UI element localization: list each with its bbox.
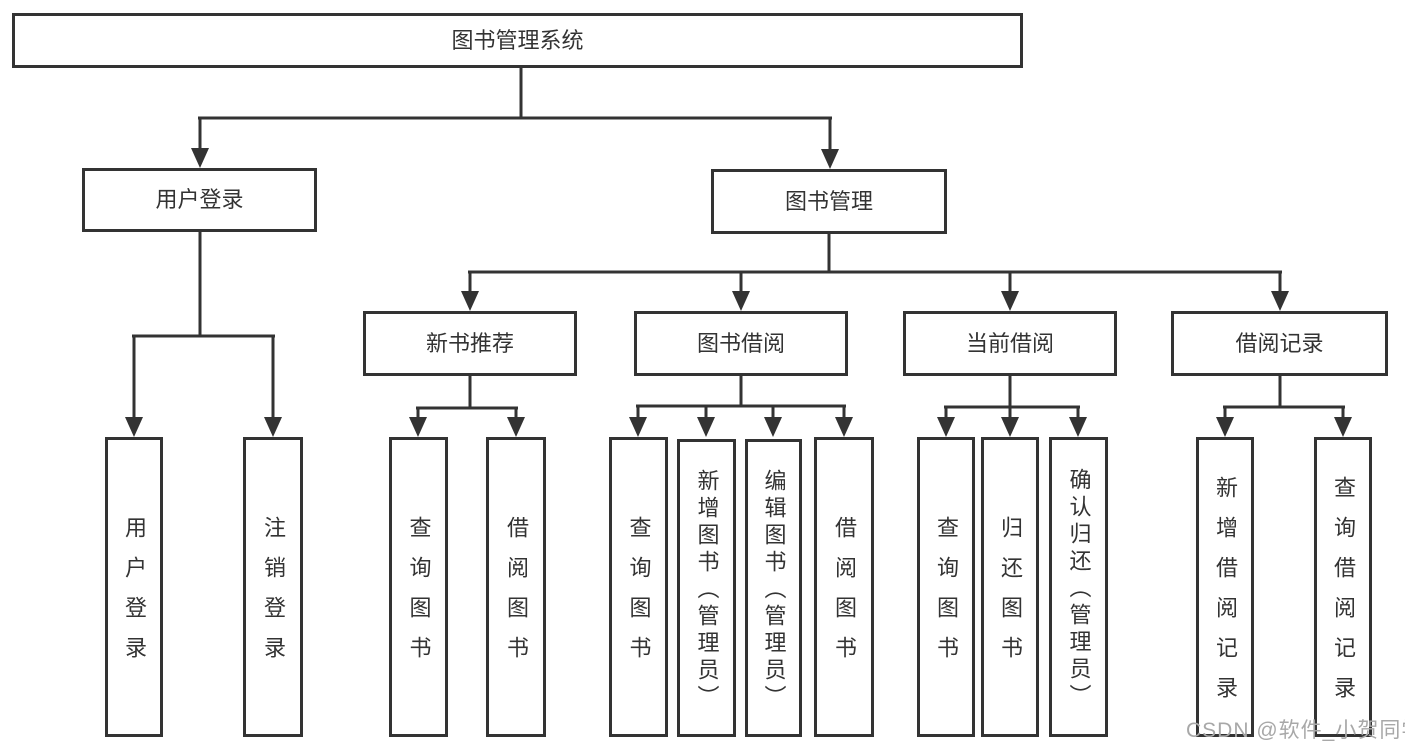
csdn-watermark: CSDN @软件_小贺同学 <box>1186 719 1405 742</box>
leaf-query-books-1: 查询图书 <box>389 437 448 737</box>
connector-borrowing-records-stem <box>1278 376 1282 407</box>
leaf-query-books-3: 查询图书 <box>917 437 975 737</box>
connector-new-book-bus <box>416 406 518 410</box>
leaf-edit-books-admin: 编辑图书（管理员） <box>745 439 802 737</box>
node-user-login: 用户登录 <box>82 168 317 232</box>
connector-current-borrowing-bus <box>944 405 1080 409</box>
node-book-borrowing: 图书借阅 <box>634 311 848 376</box>
node-new-book-recommendation: 新书推荐 <box>363 311 577 376</box>
leaf-confirm-return-admin: 确认归还（管理员） <box>1049 437 1108 737</box>
connector-root-bus <box>198 116 832 120</box>
connector-root-stem <box>519 66 523 118</box>
leaf-add-books-admin: 新增图书（管理员） <box>677 439 736 737</box>
connector-user-login-stem <box>198 232 202 336</box>
connector-book-management-bus <box>468 270 1282 274</box>
node-book-management: 图书管理 <box>711 169 947 234</box>
leaf-return-books: 归还图书 <box>981 437 1039 737</box>
leaf-query-books-2: 查询图书 <box>609 437 668 737</box>
connector-book-borrowing-bus <box>636 404 846 408</box>
leaf-borrow-books-1: 借阅图书 <box>486 437 546 737</box>
node-current-borrowing: 当前借阅 <box>903 311 1117 376</box>
leaf-query-borrowing-record: 查询借阅记录 <box>1314 437 1372 737</box>
connector-user-login-bus <box>132 334 275 338</box>
node-library-management-system: 图书管理系统 <box>12 13 1023 68</box>
connector-current-borrowing-stem <box>1008 376 1012 407</box>
leaf-add-borrowing-record: 新增借阅记录 <box>1196 437 1254 737</box>
connector-borrowing-records-bus <box>1223 405 1345 409</box>
connector-new-book-stem <box>468 376 472 408</box>
connector-book-management-stem <box>827 234 831 272</box>
node-borrowing-records: 借阅记录 <box>1171 311 1388 376</box>
leaf-logout-login: 注销登录 <box>243 437 303 737</box>
leaf-user-login: 用户登录 <box>105 437 163 737</box>
leaf-borrow-books-2: 借阅图书 <box>814 437 874 737</box>
connector-book-borrowing-stem <box>739 376 743 406</box>
